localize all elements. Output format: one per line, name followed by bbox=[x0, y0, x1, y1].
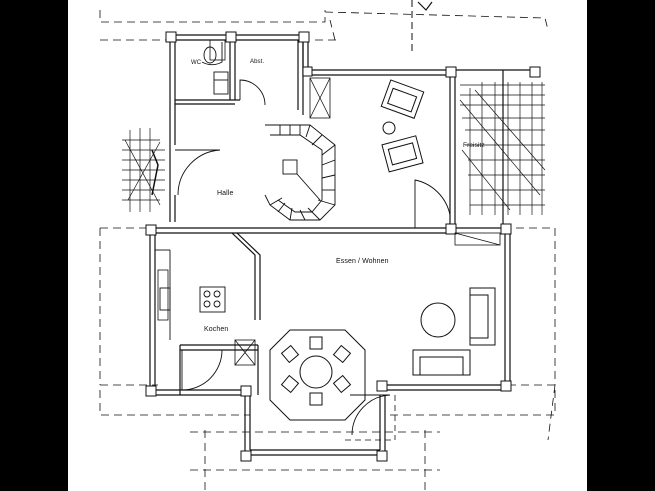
floor-plan-drawing bbox=[99, 0, 556, 491]
room-label-wc: WC bbox=[191, 60, 202, 66]
staircase bbox=[264, 124, 336, 221]
room-label-freisitz: Freisitz bbox=[463, 142, 485, 149]
room-label-halle: Halle bbox=[217, 190, 234, 197]
room-label-kochen: Kochen bbox=[204, 326, 229, 333]
kitchen-fixtures bbox=[155, 249, 226, 340]
north-arrow bbox=[411, 0, 433, 55]
living-furniture bbox=[380, 79, 496, 376]
room-label-abst: Abst. bbox=[250, 59, 265, 65]
floor-plan-sheet: WC Abst. Freisitz Halle Essen / Wohnen K… bbox=[68, 0, 587, 491]
wall-posts bbox=[145, 31, 541, 462]
doors bbox=[175, 42, 451, 436]
windows bbox=[157, 39, 501, 366]
room-label-essen-wohnen: Essen / Wohnen bbox=[336, 258, 389, 265]
porch-outline bbox=[345, 395, 396, 441]
dining-set bbox=[269, 329, 366, 421]
freisitz-hatch bbox=[459, 82, 546, 215]
entry-hatch bbox=[122, 128, 165, 212]
walls bbox=[149, 34, 535, 456]
wc-fixtures bbox=[203, 46, 229, 95]
